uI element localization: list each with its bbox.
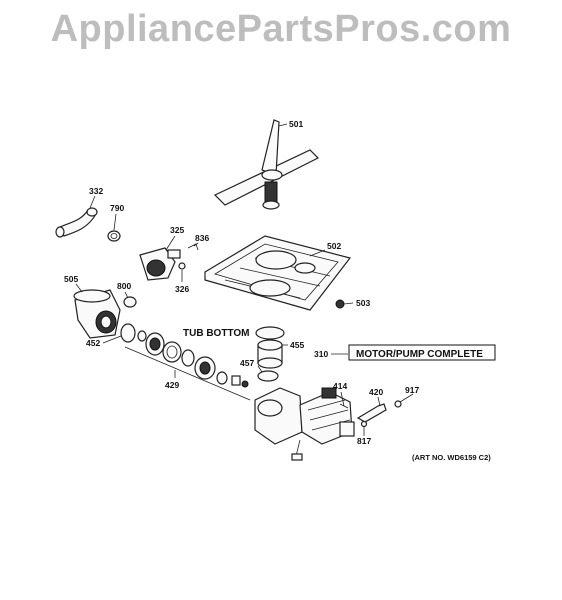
tub-seal [255,326,285,340]
callout-455: 455 [290,340,304,350]
callout-420: 420 [369,387,383,397]
callout-836: 836 [195,233,209,243]
callout-332: 332 [89,186,103,196]
spray-arm [213,119,320,210]
watermark: AppliancePartsPros.com [50,8,512,50]
gasket-ring [257,370,279,382]
callout-917: 917 [405,385,419,395]
callout-503: 503 [356,298,370,308]
pump-housing [73,289,121,339]
bracket-screw [394,400,402,408]
callout-326: 326 [175,284,189,294]
callout-817: 817 [357,436,371,446]
motor-pump-assembly [254,387,355,461]
hose-clamp [107,230,121,242]
tub-bottom-label: TUB BOTTOM [183,328,249,339]
wire-clip [187,243,199,251]
callout-414: 414 [333,381,347,391]
pump-screw [178,262,186,270]
grommet [360,420,368,428]
pump-parts-chain [120,323,249,388]
nut [335,299,345,309]
callout-790: 790 [110,203,124,213]
callout-501: 501 [289,119,303,129]
motor-pump-label: MOTOR/PUMP COMPLETE [356,349,483,360]
leader-lines [75,123,414,436]
callout-502: 502 [327,241,341,251]
callout-429: 429 [165,380,179,390]
callout-452: 452 [86,338,100,348]
drain-hose [55,207,98,238]
motor-bracket [356,403,387,423]
callout-505: 505 [64,274,78,284]
motor-pump-box [348,344,496,361]
callout-325: 325 [170,225,184,235]
drain-pump [139,247,181,281]
callout-800: 800 [117,281,131,291]
callout-457: 457 [240,358,254,368]
callout-310: 310 [314,349,328,359]
pump-guard [257,339,283,369]
art-number: (ART NO. WD6159 C2) [412,453,491,462]
check-valve [123,296,137,308]
